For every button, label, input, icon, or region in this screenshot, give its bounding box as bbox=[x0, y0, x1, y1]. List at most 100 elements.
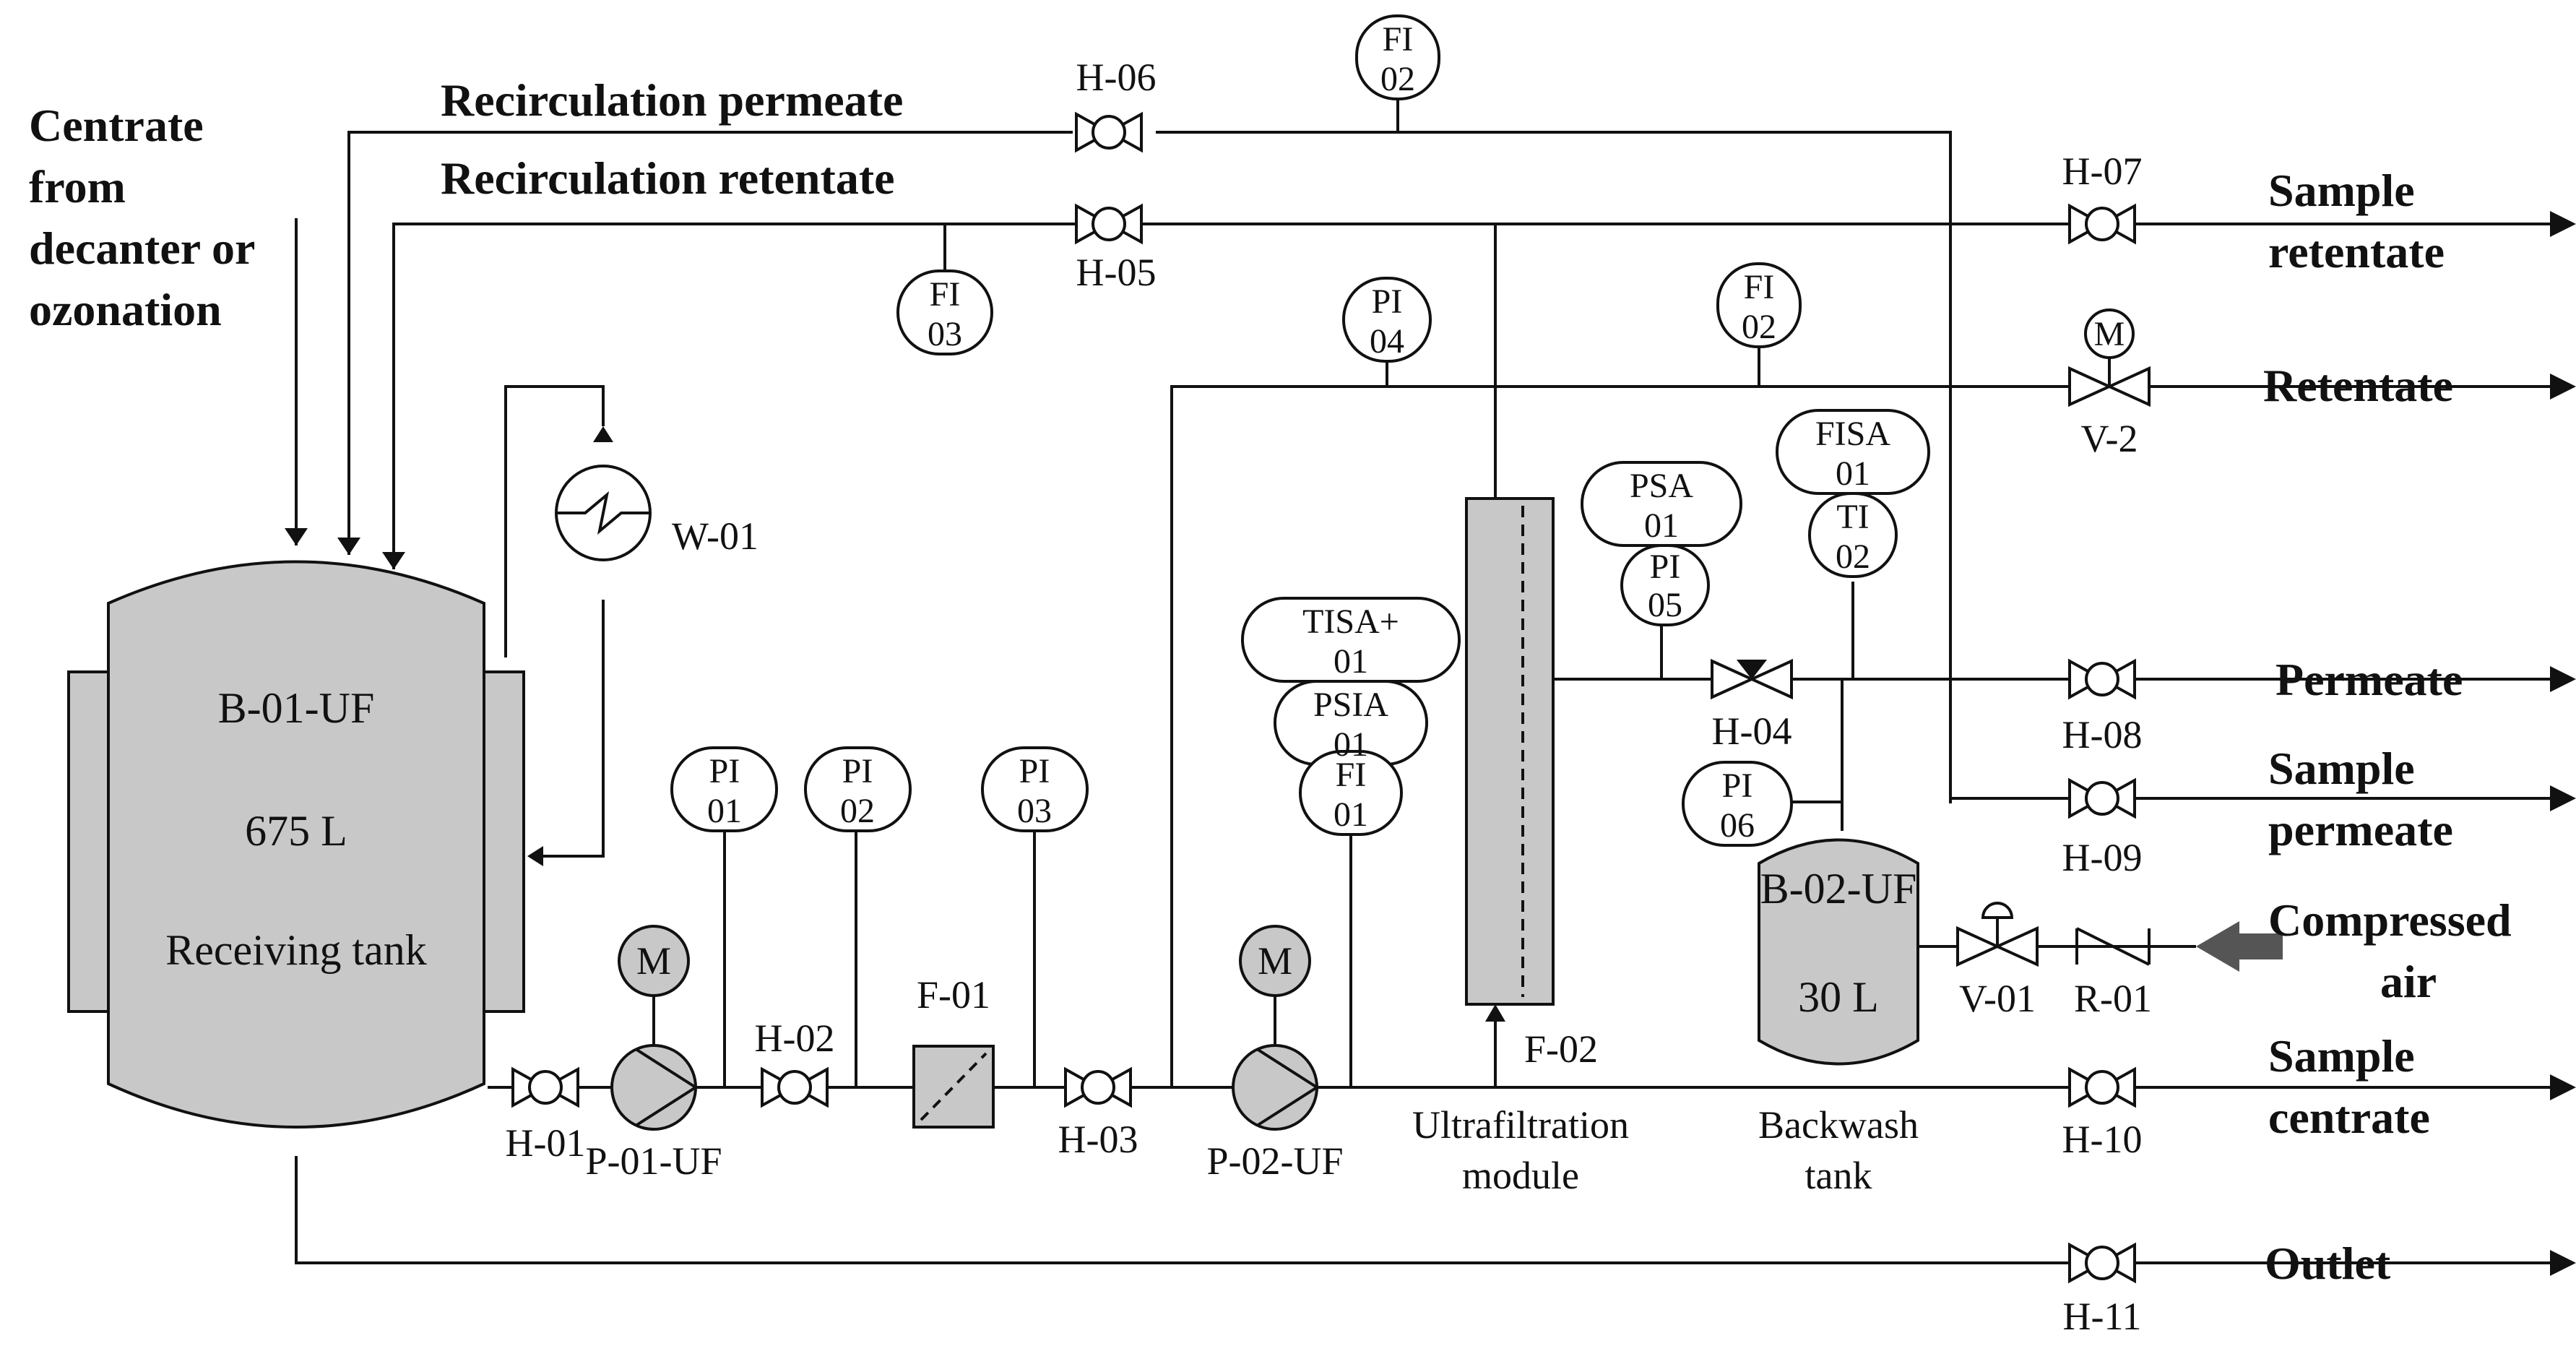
instrument-pi04 bbox=[1342, 277, 1432, 363]
sample-permeate-label-1: Sample bbox=[2268, 743, 2415, 794]
piping bbox=[285, 98, 2550, 1264]
tank-b02-name-1: Backwash bbox=[1758, 1103, 1919, 1147]
svg-text:H-07: H-07 bbox=[2062, 150, 2143, 193]
svg-text:PI: PI bbox=[1019, 752, 1050, 790]
instrument-ti02 bbox=[1808, 492, 1898, 578]
svg-text:01: 01 bbox=[707, 792, 742, 830]
compressed-air-label-1: Compressed bbox=[2268, 894, 2512, 946]
valve-h08[interactable] bbox=[2068, 658, 2136, 700]
svg-text:H-01: H-01 bbox=[506, 1121, 586, 1165]
svg-text:H-09: H-09 bbox=[2062, 836, 2143, 879]
valve-h11[interactable] bbox=[2068, 1242, 2136, 1284]
svg-text:PSIA: PSIA bbox=[1313, 686, 1388, 724]
svg-text:PI: PI bbox=[842, 752, 873, 790]
svg-text:H-05: H-05 bbox=[1076, 251, 1157, 294]
svg-text:PSA: PSA bbox=[1630, 467, 1693, 505]
filter-f01-label: F-01 bbox=[917, 973, 990, 1017]
valve-h05[interactable] bbox=[1075, 203, 1143, 245]
svg-text:01: 01 bbox=[1644, 506, 1679, 545]
svg-text:02: 02 bbox=[1836, 538, 1870, 576]
instrument-pi02 bbox=[804, 746, 912, 832]
output-arrows bbox=[2550, 211, 2576, 1276]
svg-text:M: M bbox=[636, 939, 671, 983]
instrument-fi02-right bbox=[1716, 262, 1802, 348]
tank-b01-name: Receiving tank bbox=[165, 926, 427, 974]
svg-text:02: 02 bbox=[1742, 308, 1776, 346]
pump-p02: M P-02-UF bbox=[1206, 925, 1344, 1183]
pump-p01-label: P-01-UF bbox=[585, 1139, 722, 1183]
svg-text:02: 02 bbox=[1380, 60, 1415, 98]
valve-h07[interactable] bbox=[2068, 203, 2136, 245]
svg-text:H-06: H-06 bbox=[1076, 56, 1157, 99]
valve-h02[interactable] bbox=[761, 1066, 829, 1108]
svg-text:03: 03 bbox=[1017, 792, 1052, 830]
valve-h06[interactable] bbox=[1075, 111, 1143, 153]
svg-text:V-2: V-2 bbox=[2080, 417, 2138, 460]
svg-text:01: 01 bbox=[1836, 454, 1870, 493]
sample-centrate-label-2: centrate bbox=[2268, 1092, 2430, 1143]
tank-b02-tag: B-02-UF bbox=[1760, 865, 1917, 913]
svg-text:04: 04 bbox=[1370, 322, 1404, 361]
feed-label-3: decanter or bbox=[29, 223, 255, 274]
outlet-line bbox=[295, 1156, 2550, 1264]
svg-text:PI: PI bbox=[1372, 282, 1403, 321]
svg-text:FI: FI bbox=[930, 275, 961, 314]
motor-v2-label: M bbox=[2094, 315, 2125, 353]
sample-centrate-label-1: Sample bbox=[2268, 1030, 2415, 1082]
instrument-fi01 bbox=[1299, 750, 1403, 836]
compressed-air-arrow-icon bbox=[2196, 921, 2283, 972]
stream-labels: Centrate from decanter or ozonation Reci… bbox=[29, 74, 2512, 1289]
outlet-label: Outlet bbox=[2265, 1238, 2391, 1289]
instrument-fi02-top bbox=[1355, 14, 1440, 100]
module-name-1: Ultrafiltration bbox=[1412, 1103, 1629, 1147]
instrument-pi01 bbox=[670, 746, 778, 832]
svg-text:H-10: H-10 bbox=[2062, 1118, 2143, 1161]
sample-retentate-label-1: Sample bbox=[2268, 165, 2415, 216]
valve-v01[interactable] bbox=[1956, 902, 2039, 967]
pump-icon bbox=[1232, 1044, 1318, 1131]
tank-b01-tag: B-01-UF bbox=[218, 684, 375, 732]
instrument-pi03 bbox=[981, 746, 1089, 832]
pump-icon bbox=[610, 1044, 697, 1131]
svg-text:06: 06 bbox=[1720, 806, 1755, 845]
heat-exchanger-label: W-01 bbox=[672, 514, 758, 558]
valve-h10[interactable] bbox=[2068, 1066, 2136, 1108]
valve-h04[interactable] bbox=[1711, 658, 1793, 700]
feed-label-1: Centrate bbox=[29, 100, 204, 151]
retentate-label: Retentate bbox=[2263, 360, 2453, 411]
recirc-retentate-inlet bbox=[392, 223, 1945, 569]
valve-h09[interactable] bbox=[2068, 777, 2136, 819]
valve-h03[interactable] bbox=[1064, 1066, 1132, 1108]
pump-p01: M P-01-UF bbox=[585, 925, 722, 1183]
svg-text:H-03: H-03 bbox=[1058, 1118, 1138, 1161]
instrument-fi03 bbox=[896, 269, 993, 355]
svg-text:05: 05 bbox=[1648, 586, 1682, 624]
svg-text:03: 03 bbox=[928, 315, 962, 353]
uf-module-f02: F-02 Ultrafiltration module bbox=[1412, 497, 1629, 1197]
svg-text:01: 01 bbox=[1334, 642, 1368, 681]
svg-text:H-04: H-04 bbox=[1712, 709, 1792, 753]
recirc-retentate-label: Recirculation retentate bbox=[441, 152, 895, 204]
check-valve-r01[interactable] bbox=[2075, 927, 2151, 966]
module-name-2: module bbox=[1462, 1154, 1579, 1197]
svg-text:FI: FI bbox=[1336, 756, 1367, 794]
valve-h01[interactable] bbox=[511, 1066, 579, 1108]
instrument-pi05 bbox=[1620, 544, 1710, 626]
recirc-permeate-inlet bbox=[347, 131, 1073, 555]
svg-text:02: 02 bbox=[840, 792, 875, 830]
svg-text:PI: PI bbox=[709, 752, 740, 790]
backwash-tank-b02: B-02-UF 30 L Backwash tank bbox=[1758, 838, 1919, 1197]
svg-text:H-02: H-02 bbox=[755, 1017, 835, 1060]
svg-text:01: 01 bbox=[1334, 725, 1368, 764]
feed-label-2: from bbox=[29, 161, 126, 212]
module-tag: F-02 bbox=[1524, 1027, 1598, 1071]
heat-exchanger-w01: W-01 bbox=[555, 465, 758, 561]
svg-text:01: 01 bbox=[1334, 795, 1368, 834]
svg-text:TI: TI bbox=[1836, 498, 1869, 536]
svg-text:V-01: V-01 bbox=[1959, 977, 2036, 1020]
feed-label-4: ozonation bbox=[29, 284, 222, 335]
valve-v2[interactable] bbox=[2068, 309, 2151, 407]
instruments bbox=[670, 14, 1930, 847]
svg-text:PI: PI bbox=[1722, 767, 1753, 805]
